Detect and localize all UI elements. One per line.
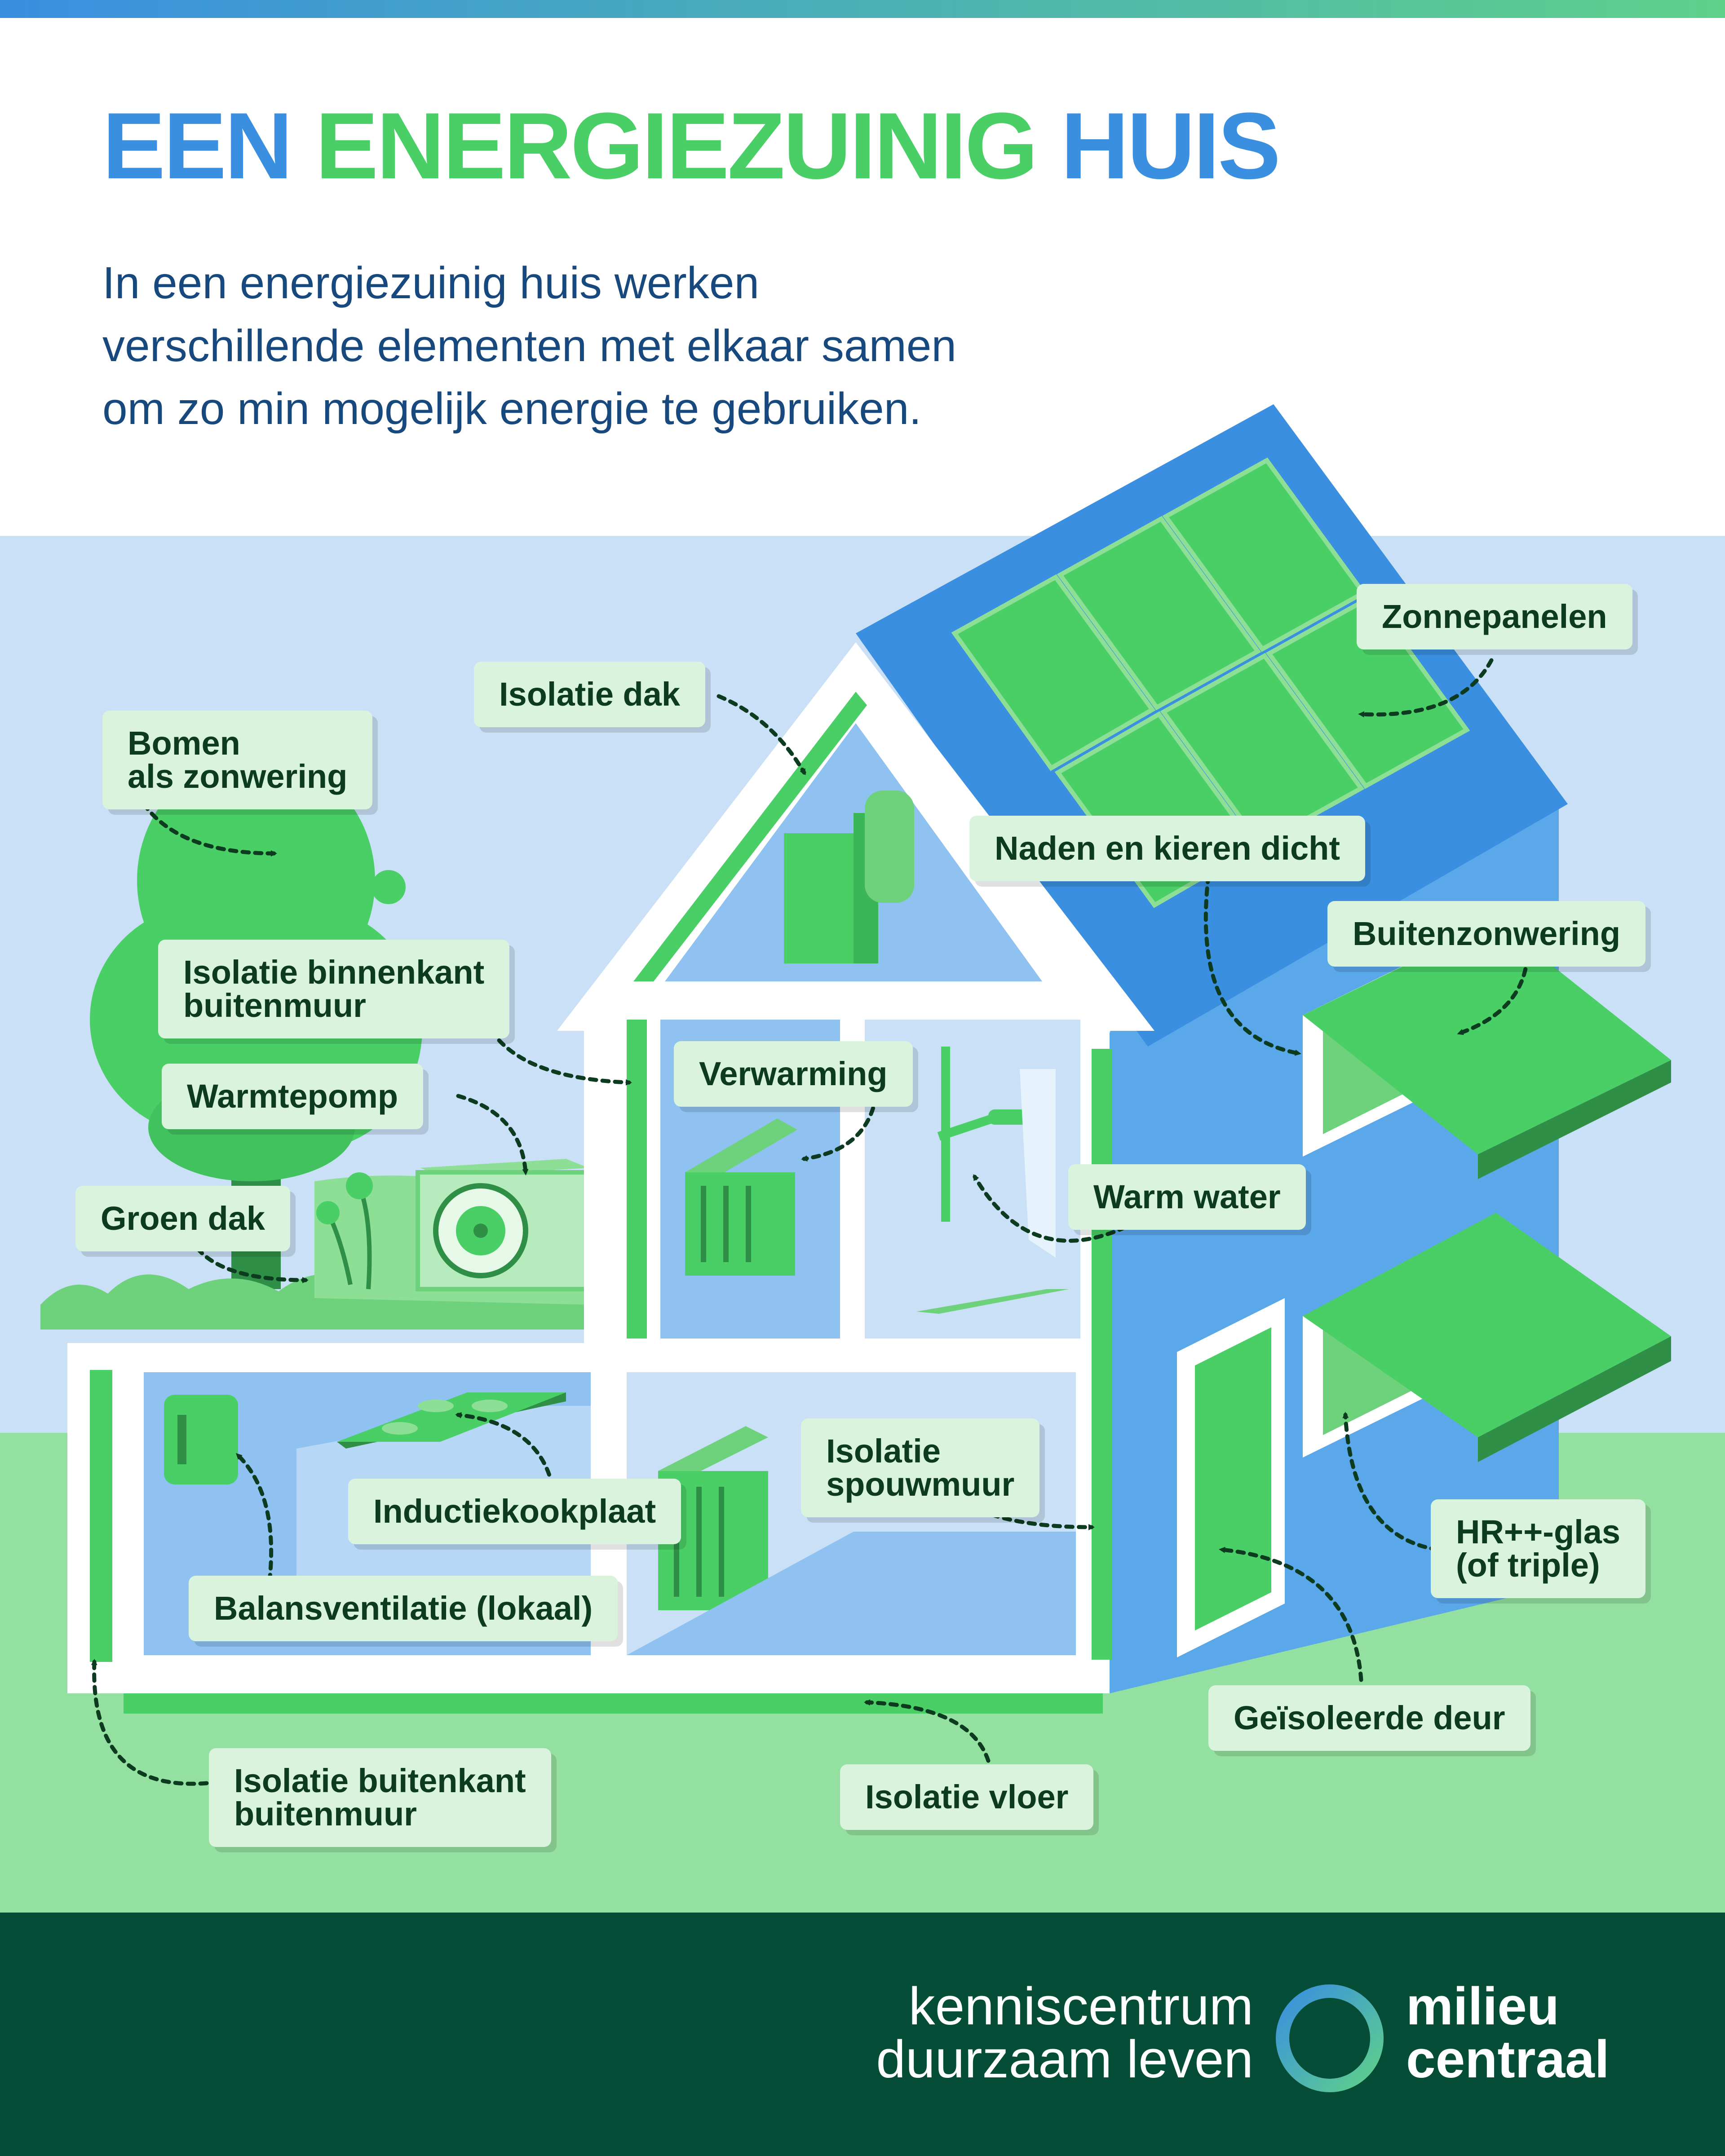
label-text-line2: als zonwering [128, 758, 348, 795]
arrow-bomen [142, 802, 277, 857]
title-part-energiezuinig: ENERGIEZUINIG [315, 93, 1038, 199]
brand-left-line1: kenniscentrum [908, 1977, 1253, 2036]
attic-equipment [784, 791, 914, 963]
label-isolatie-dak: Isolatie dak [474, 662, 706, 727]
floor-insulation-strip [124, 1693, 1103, 1714]
brand-milieu-centraal: milieu centraal [1406, 1980, 1610, 2086]
arrow-groen-dak [195, 1246, 309, 1283]
label-text-line1: HR++-glas [1456, 1513, 1621, 1551]
intro-line: In een energiezuinig huis werken [102, 258, 760, 308]
brand-left-line2: duurzaam leven [876, 2030, 1253, 2089]
attic-roof-insulation [633, 692, 867, 981]
label-text: Buitenzonwering [1353, 915, 1621, 952]
induction-cooktop-illustration [337, 1392, 566, 1449]
arrow-isolatie-buitenkant [91, 1659, 209, 1786]
label-text-line1: Bomen [128, 725, 240, 762]
label-text-line2: (of triple) [1456, 1546, 1600, 1584]
label-isolatie-vloer: Isolatie vloer [840, 1764, 1094, 1830]
arrow-balansventilatie [236, 1453, 274, 1583]
label-hr-glas: HR++-glas(of triple) [1431, 1499, 1646, 1598]
brand-right-line2: centraal [1406, 2030, 1610, 2089]
side-door [1177, 1298, 1285, 1657]
label-verwarming: Verwarming [674, 1041, 913, 1107]
upper-awning [1303, 921, 1671, 1179]
label-text-line1: Isolatie [826, 1432, 941, 1470]
title-part-huis: HUIS [1061, 93, 1281, 199]
arrow-geisoleerde-deur [1219, 1546, 1363, 1682]
label-text-line2: buitenmuur [183, 987, 366, 1024]
label-text: Warmtepomp [187, 1078, 398, 1115]
label-groen-dak: Groen dak [75, 1186, 290, 1251]
label-text: Groen dak [101, 1200, 265, 1237]
label-warmtepomp: Warmtepomp [162, 1064, 424, 1129]
label-naden-kieren: Naden en kieren dicht [969, 816, 1365, 881]
living-room-floor [627, 1532, 1076, 1655]
title-part-een: EEN [102, 93, 293, 199]
upper-left-wall-insulation [627, 1020, 647, 1339]
label-balansventilatie: Balansventilatie (lokaal) [189, 1576, 618, 1641]
intro-line: verschillende elementen met elkaar samen [102, 321, 956, 371]
arrow-warmtepomp [456, 1094, 529, 1175]
label-warm-water: Warm water [1068, 1164, 1306, 1230]
label-text: Isolatie vloer [865, 1778, 1069, 1816]
label-text-line1: Isolatie buitenkant [234, 1762, 526, 1799]
label-text: Inductiekookplaat [373, 1493, 656, 1530]
top-gradient-bar [0, 0, 1725, 18]
arrow-hr-glas [1342, 1412, 1440, 1552]
heat-pump-unit [416, 1159, 593, 1291]
house-front-outer-insulation [90, 1370, 112, 1662]
ventilation-unit [164, 1395, 238, 1484]
label-zonnepanelen: Zonnepanelen [1357, 584, 1632, 649]
upper-right-wall-insulation [1092, 1049, 1112, 1660]
arrow-zonnepanelen [1358, 658, 1494, 718]
label-text-line2: spouwmuur [826, 1466, 1015, 1503]
arrow-naden [1203, 874, 1301, 1056]
label-text: Verwarming [699, 1055, 888, 1092]
arrow-buitenzonwering [1457, 954, 1530, 1035]
label-text: Naden en kieren dicht [995, 830, 1340, 867]
arrow-inductiekookplaat [455, 1412, 555, 1489]
label-inductiekookplaat: Inductiekookplaat [348, 1479, 681, 1544]
arrow-isolatie-vloer [864, 1699, 991, 1763]
label-geisoleerde-deur: Geïsoleerde deur [1208, 1685, 1530, 1751]
shower-illustration [916, 1047, 1069, 1314]
footer-bar: kenniscentrum duurzaam leven milieu cent… [0, 1913, 1725, 2156]
radiator-upstairs [685, 1118, 797, 1276]
page-title: EEN ENERGIEZUINIG HUIS [102, 99, 1281, 193]
arrow-verwarming [801, 1094, 878, 1162]
label-text: Geïsoleerde deur [1234, 1699, 1505, 1736]
intro-line: om zo min mogelijk energie te gebruiken. [102, 384, 922, 434]
label-text: Warm water [1093, 1178, 1281, 1215]
label-text-line1: Isolatie binnenkant [183, 954, 485, 991]
arrow-isolatie-dak [717, 694, 806, 776]
intro-text: In een energiezuinig huis werken verschi… [102, 252, 1181, 440]
arrow-warm-water [973, 1174, 1139, 1243]
label-text: Balansventilatie (lokaal) [214, 1590, 593, 1627]
label-text: Isolatie dak [499, 676, 681, 713]
label-text-line2: buitenmuur [234, 1795, 417, 1833]
label-text: Zonnepanelen [1382, 598, 1607, 635]
milieu-centraal-ring-logo [1276, 1984, 1384, 2092]
brand-kenniscentrum: kenniscentrum duurzaam leven [876, 1980, 1253, 2086]
lower-awning [1303, 1213, 1671, 1462]
label-buitenzonwering: Buitenzonwering [1327, 901, 1646, 967]
brand-right-line1: milieu [1406, 1977, 1559, 2036]
